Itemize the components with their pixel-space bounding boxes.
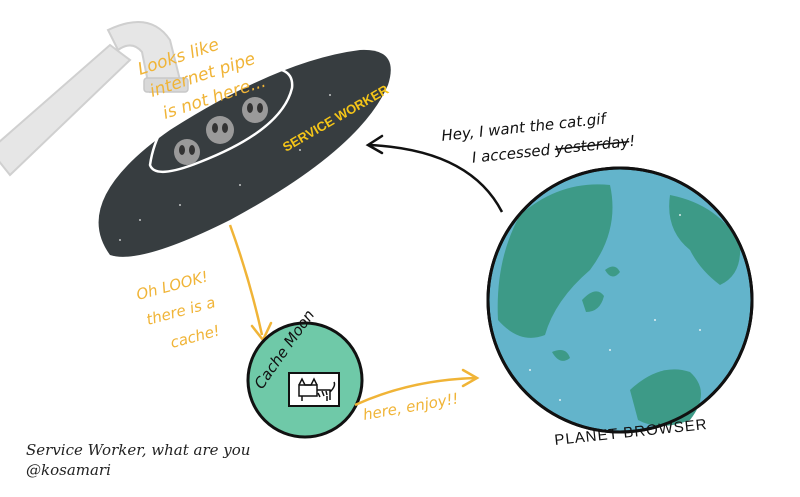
request-line-2-prefix: I accessed bbox=[471, 140, 556, 167]
cat-gif-icon bbox=[298, 377, 336, 401]
planet-browser: PLANET BROWSER bbox=[486, 166, 754, 449]
request-line-2-struck: yesterday bbox=[553, 132, 631, 158]
request-line-2-suffix: ! bbox=[628, 132, 636, 151]
caption-title: Service Worker, what are you bbox=[26, 441, 251, 459]
cache-note-line-3: cache! bbox=[168, 321, 221, 351]
alien-heads bbox=[174, 97, 268, 165]
request-note: Hey, I want the cat.gif I accessed yeste… bbox=[441, 109, 637, 167]
request-arrow bbox=[365, 134, 504, 213]
response-arrow bbox=[354, 368, 480, 407]
cache-note: Oh LOOK! there is a cache! bbox=[134, 267, 221, 351]
internet-pipe bbox=[0, 21, 189, 177]
ufo-service-worker: SERVICE WORKER bbox=[98, 49, 392, 257]
cache-arrow bbox=[228, 224, 273, 343]
response-note: here, enjoy!! bbox=[362, 389, 460, 424]
caption-author: @kosamari bbox=[26, 461, 111, 479]
cache-moon: Cache Moon bbox=[246, 306, 364, 439]
